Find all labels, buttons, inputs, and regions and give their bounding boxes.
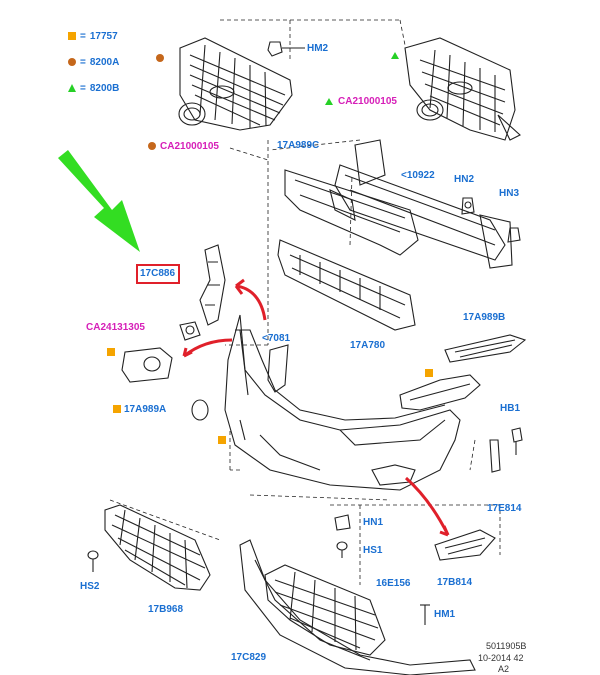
label-17a989a[interactable]: 17A989A xyxy=(124,404,167,415)
marker-dot-grille xyxy=(156,54,164,62)
tow-cap xyxy=(191,399,209,421)
legend-item-triangle: =8200B xyxy=(68,82,119,96)
lower-spoiler xyxy=(239,539,476,675)
label-hn2[interactable]: HN2 xyxy=(454,174,475,185)
label-hm2[interactable]: HM2 xyxy=(307,43,329,54)
footer-ref-code: 5011905B xyxy=(486,641,527,651)
label-17c829[interactable]: 17C829 xyxy=(231,652,267,663)
energy-absorber xyxy=(277,239,416,331)
grille-17a989b xyxy=(444,334,527,363)
highlight-box xyxy=(136,264,180,284)
label-17a989c[interactable]: 17A989C xyxy=(277,140,320,151)
label-17c886[interactable]: 17C886 xyxy=(140,268,176,279)
label-hb1[interactable]: HB1 xyxy=(500,403,521,414)
square-icon xyxy=(68,32,76,41)
label-hs2[interactable]: HS2 xyxy=(80,581,100,592)
footer-ref-date: 10-2014 42 xyxy=(478,653,524,663)
triangle-icon xyxy=(68,84,76,93)
bolt-hn3 xyxy=(507,227,521,243)
bracket-17c886 xyxy=(199,244,226,326)
label-10922[interactable]: <10922 xyxy=(401,170,435,181)
label-hs1[interactable]: HS1 xyxy=(363,545,383,556)
label-ca24131305[interactable]: CA24131305 xyxy=(86,322,145,333)
label-17a780[interactable]: 17A780 xyxy=(350,340,386,351)
washer-nozzle xyxy=(179,321,201,341)
label-7081[interactable]: <7081 xyxy=(262,333,291,344)
footer-ref-rev: A2 xyxy=(498,664,510,674)
label-17e814[interactable]: 17E814 xyxy=(487,503,522,514)
lower-grille-16e156 xyxy=(264,564,386,656)
screw-hs2 xyxy=(87,550,99,572)
legend-equals: = xyxy=(80,57,86,68)
green-arrow xyxy=(58,150,140,252)
badge-left xyxy=(178,102,206,126)
marker-square-washer xyxy=(107,348,115,356)
label-17a989b[interactable]: 17A989B xyxy=(463,312,506,323)
fog-trim xyxy=(399,374,481,411)
upper-reinforcement xyxy=(284,169,419,256)
bolt-hb1 xyxy=(511,427,523,455)
upper-grille-right xyxy=(404,37,521,141)
legend-item-square: =17757 xyxy=(68,30,118,44)
label-hm1[interactable]: HM1 xyxy=(434,609,456,620)
label-17b968[interactable]: 17B968 xyxy=(148,604,184,615)
marker-square-fog xyxy=(425,369,433,377)
marker-square-bumper xyxy=(218,436,226,444)
dot-icon xyxy=(68,58,76,67)
label-17b814[interactable]: 17B814 xyxy=(437,577,473,588)
marker-square-17a989a xyxy=(113,405,121,413)
marker-triangle-grille xyxy=(391,52,399,59)
label-hn3[interactable]: HN3 xyxy=(499,188,520,199)
clip-hn1 xyxy=(334,514,351,531)
clip-hm2 xyxy=(267,41,305,57)
legend-equals: = xyxy=(80,31,86,42)
marker-dot-badge xyxy=(148,142,156,150)
legend-item-dot: =8200A xyxy=(68,56,119,70)
marker-triangle-badge xyxy=(325,98,333,105)
washer-cover xyxy=(121,347,173,383)
bracket-17e814 xyxy=(489,439,501,473)
label-hn1[interactable]: HN1 xyxy=(363,517,384,528)
trim-7081 xyxy=(267,344,289,393)
grille-17b814 xyxy=(434,529,496,561)
nut-hn2 xyxy=(461,197,475,215)
bumper-cover xyxy=(224,314,461,491)
lower-grille xyxy=(104,504,211,591)
legend-code: 8200B xyxy=(89,83,120,94)
label-16e156[interactable]: 16E156 xyxy=(376,578,411,589)
legend-code: 8200A xyxy=(89,57,120,68)
label-ca21000105-left[interactable]: CA21000105 xyxy=(160,141,219,152)
upper-grille-left xyxy=(179,37,293,131)
label-ca21000105-right[interactable]: CA21000105 xyxy=(338,96,397,107)
clip-hm1 xyxy=(420,604,430,625)
legend-equals: = xyxy=(80,83,86,94)
bumper-beam xyxy=(334,139,513,269)
legend-code: 17757 xyxy=(89,31,118,42)
screw-hs1 xyxy=(336,541,348,558)
badge-right xyxy=(416,99,444,121)
red-arrows xyxy=(182,278,450,537)
